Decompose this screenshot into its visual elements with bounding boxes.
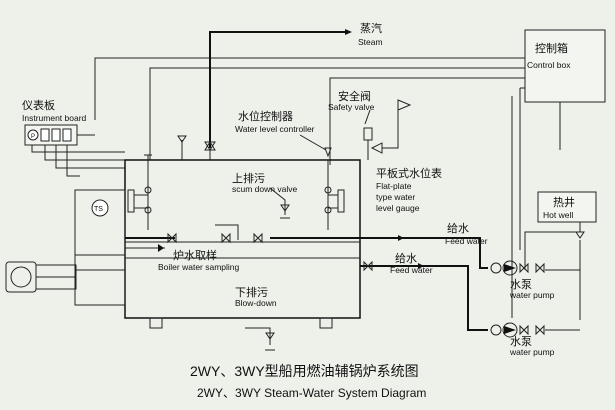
feed-water-2-label-zh: 给水 <box>395 252 417 265</box>
pump-1-label-en: water pump <box>509 290 555 300</box>
instrument-board: P <box>24 124 125 177</box>
feed-water-1-label-en: Feed water <box>445 236 488 246</box>
diagram-title-zh: 2WY、3WY型船用燃油辅锅炉系统图 <box>190 363 419 379</box>
scum-down-label-zh: 上排污 <box>232 171 265 185</box>
steam-label-en: Steam <box>358 37 383 47</box>
feed-water-line-2 <box>360 260 488 331</box>
safety-valve-label-en: Safety valve <box>328 102 375 112</box>
boiler-sampling-label-en: Boiler water sampling <box>158 262 240 272</box>
left-level-gauge <box>127 154 152 230</box>
feed-water-1-label-zh: 给水 <box>447 222 469 235</box>
control-box-label-en: Control box <box>527 60 571 70</box>
steam-label-zh: 蒸汽 <box>360 21 382 35</box>
hot-well <box>524 191 597 331</box>
steam-pipe <box>204 29 352 160</box>
blow-down-line <box>245 327 275 351</box>
safety-valve-label-zh: 安全阀 <box>338 89 371 103</box>
hot-well-label-zh: 热井 <box>553 195 575 209</box>
blow-down-label-zh: 下排污 <box>235 285 268 299</box>
water-level-controller-label-zh: 水位控制器 <box>238 109 293 123</box>
top-valve <box>177 135 187 160</box>
blow-down-label-en: Blow-down <box>235 298 277 308</box>
water-level-controller-label-en: Water level controller <box>235 124 315 134</box>
water-pump-2 <box>490 322 545 338</box>
instrument-board-label-zh: 仪表板 <box>22 98 55 112</box>
control-box: 控制箱 Control box <box>524 29 606 103</box>
flat-gauge-label-en-3: level gauge <box>376 203 420 213</box>
safety-valve <box>363 99 412 160</box>
svg-text:P: P <box>31 134 35 140</box>
flat-gauge-label-en-1: Flat-plate <box>376 181 412 191</box>
diagram-title-en: 2WY、3WY Steam-Water System Diagram <box>197 386 426 400</box>
feed-water-line-1 <box>125 224 488 269</box>
feed-water-2-label-en: Feed water <box>390 265 433 275</box>
pump-2-label-zh: 水泵 <box>510 335 532 348</box>
flat-gauge-label-zh: 平板式水位表 <box>376 166 442 180</box>
pump-2-label-en: water pump <box>509 347 555 357</box>
scum-down-valve <box>269 187 290 219</box>
boiler-sampling-line <box>125 244 165 252</box>
control-box-label-zh: 控制箱 <box>535 41 568 55</box>
boiler-sampling-label-zh: 炉水取样 <box>173 248 217 262</box>
control-wiring <box>94 57 561 318</box>
right-level-gauge <box>324 147 345 230</box>
flat-gauge-label-en-2: type water <box>376 192 415 202</box>
water-pump-1 <box>490 260 545 276</box>
boiler-body: TS <box>5 159 361 329</box>
scum-down-label-en: scum down valve <box>232 184 297 194</box>
pump-1-label-zh: 水泵 <box>510 278 532 291</box>
hot-well-label-en: Hot well <box>543 210 573 220</box>
instrument-board-label-en: Instrument board <box>22 113 87 123</box>
ts-mark: TS <box>94 206 103 213</box>
